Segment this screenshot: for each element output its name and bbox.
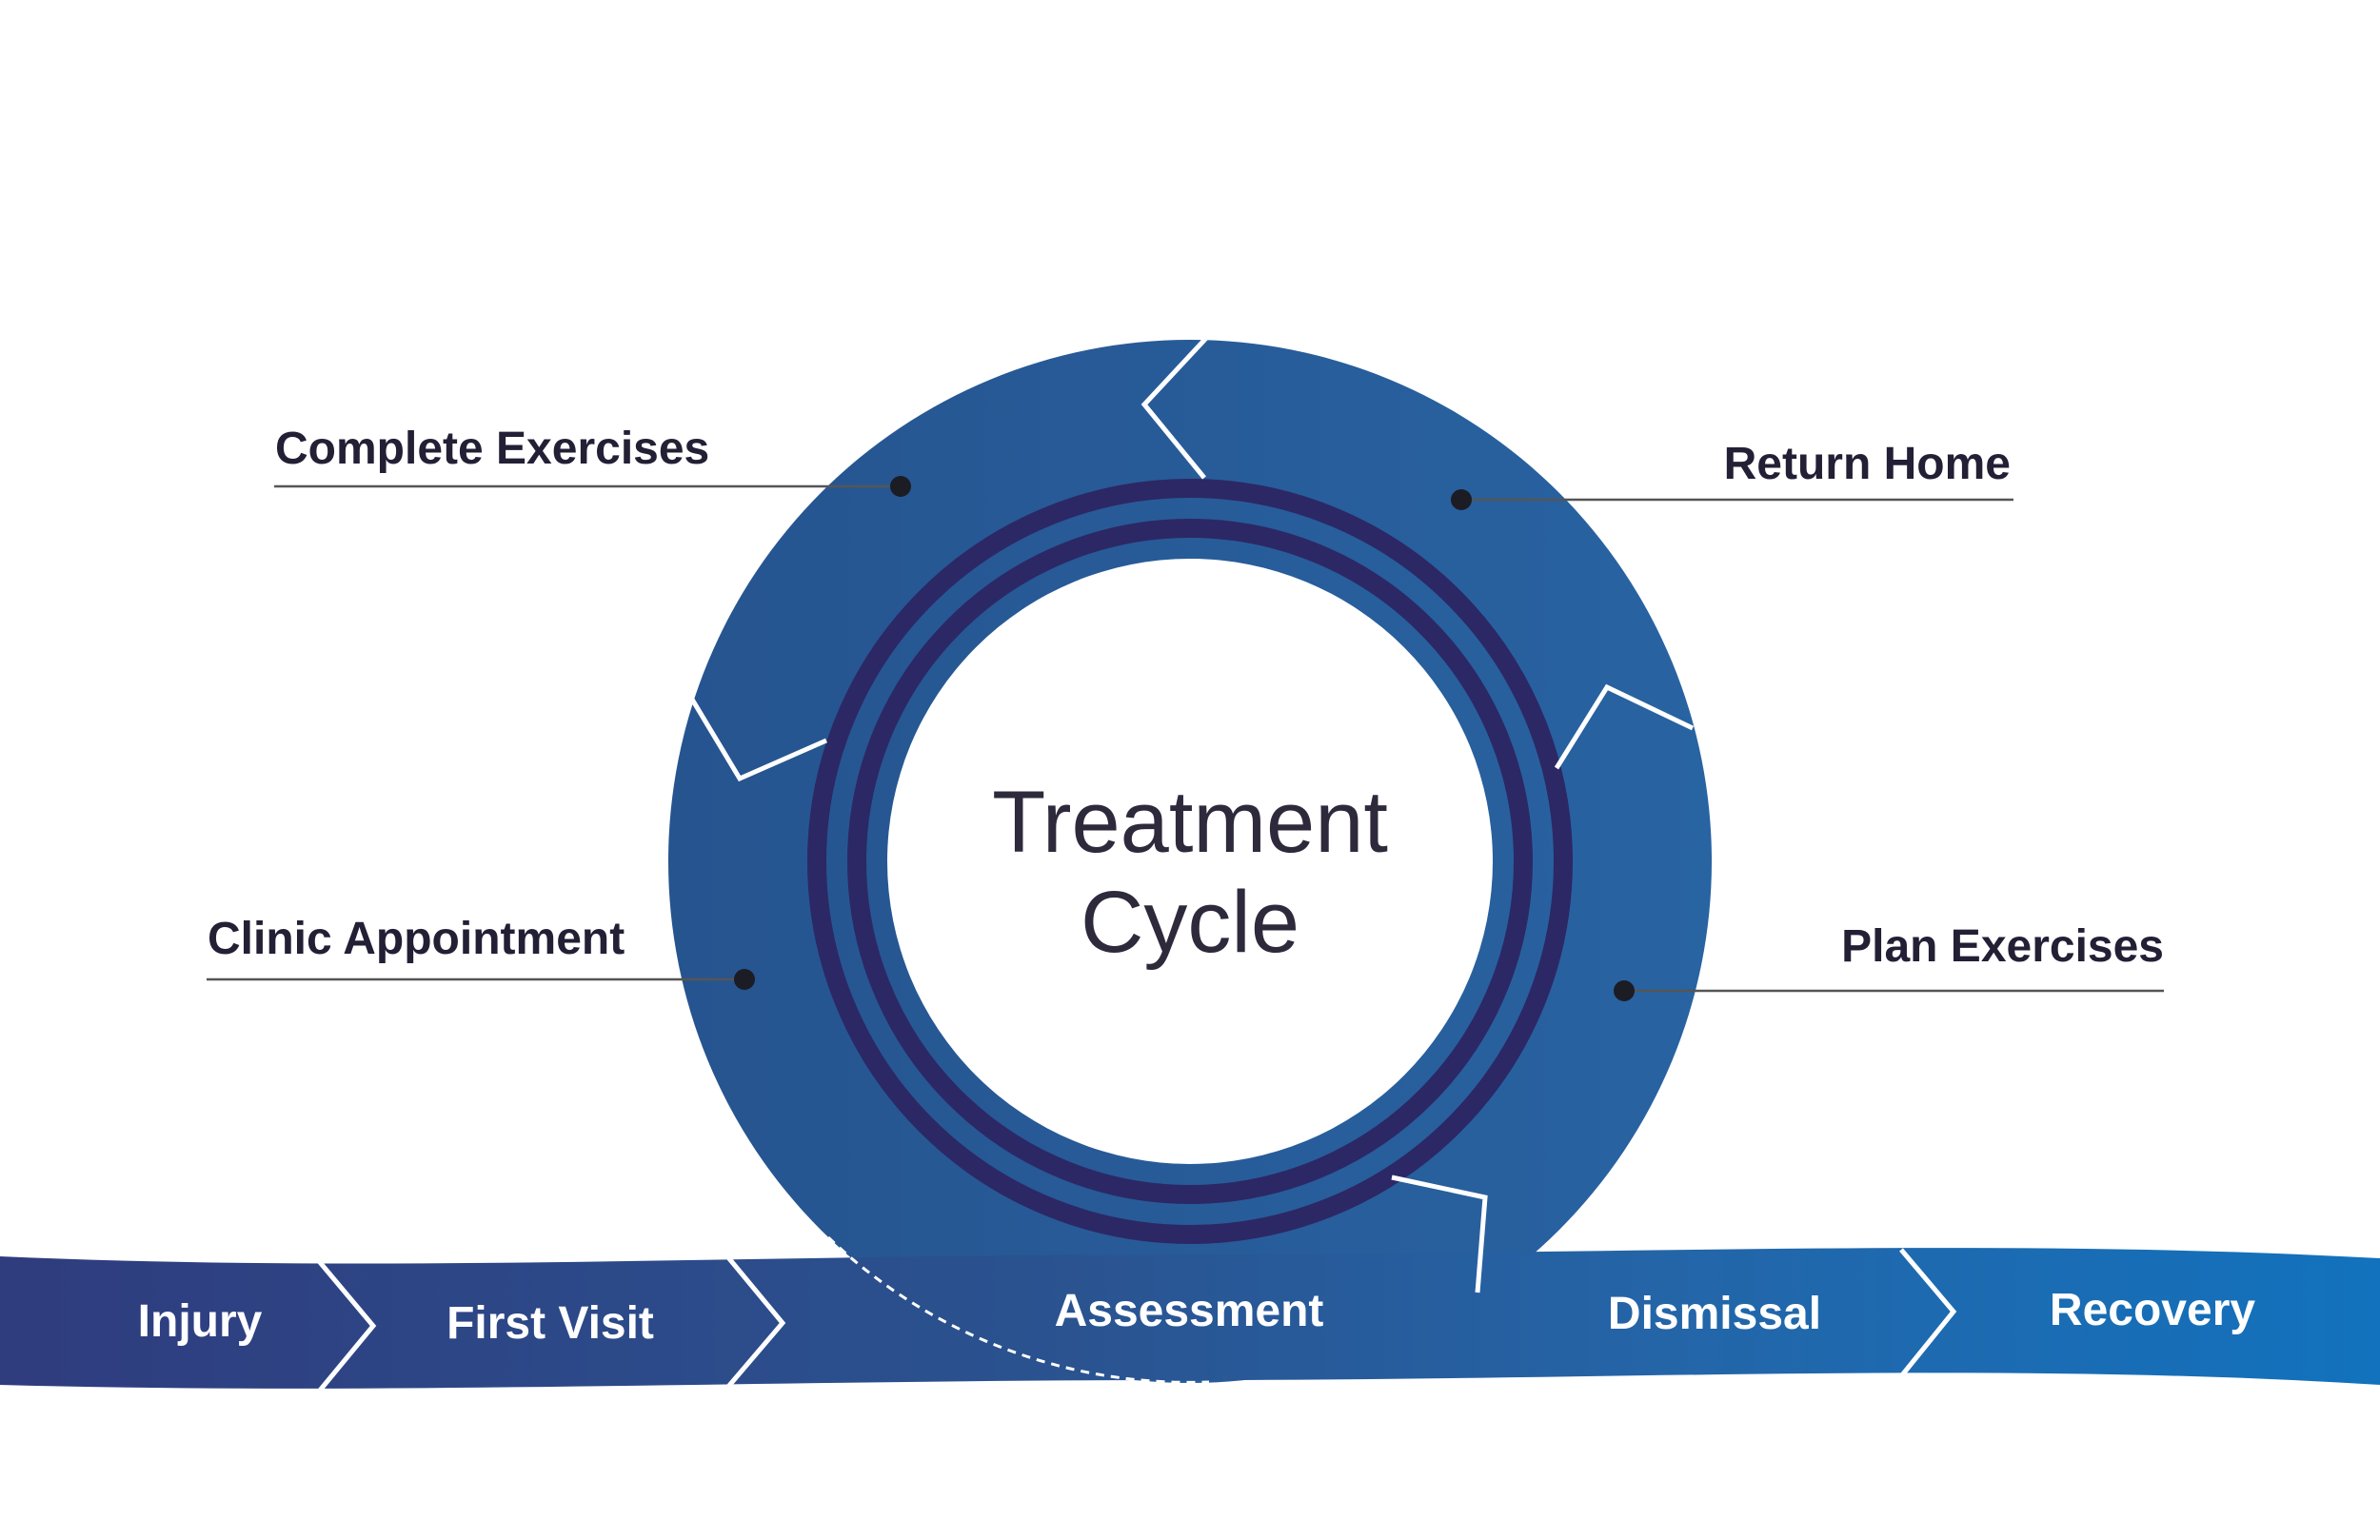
label-return-home: Return Home xyxy=(1724,439,2011,489)
ring-chevron-left xyxy=(688,696,828,782)
ring-chevron-right xyxy=(1554,683,1695,770)
inner-ring-inner xyxy=(847,519,1533,1204)
band-chevron-1 xyxy=(317,1259,377,1393)
marker-dot-clinic-appointment xyxy=(734,969,755,990)
marker-dot-plan-exercises xyxy=(1614,980,1635,1001)
marker-dot-return-home xyxy=(1451,489,1472,510)
ring-chevron-top xyxy=(1140,333,1211,480)
band-label-first-visit: First Visit xyxy=(446,1298,654,1349)
band-label-recovery: Recovery xyxy=(2050,1285,2255,1335)
ring-chevron-bottom xyxy=(1391,1175,1488,1293)
band-label-injury: Injury xyxy=(138,1296,263,1347)
journey-band xyxy=(0,1248,2380,1389)
label-complete-exercises: Complete Exercises xyxy=(275,424,709,474)
marker-dot-complete-exercises xyxy=(890,476,911,497)
band-label-dismissal: Dismissal xyxy=(1608,1289,1821,1339)
center-title-line2: Cycle xyxy=(1081,874,1299,971)
cycle-center xyxy=(887,559,1493,1164)
inner-ring-outer xyxy=(807,479,1573,1244)
label-clinic-appointment: Clinic Appointment xyxy=(208,914,625,964)
center-title-line1: Treatment xyxy=(992,774,1388,871)
band-chevron-3 xyxy=(1899,1248,1957,1378)
band-label-assessment: Assessment xyxy=(1055,1286,1324,1336)
band-chevron-2 xyxy=(725,1254,786,1390)
label-plan-exercises: Plan Exercises xyxy=(1841,921,2164,972)
